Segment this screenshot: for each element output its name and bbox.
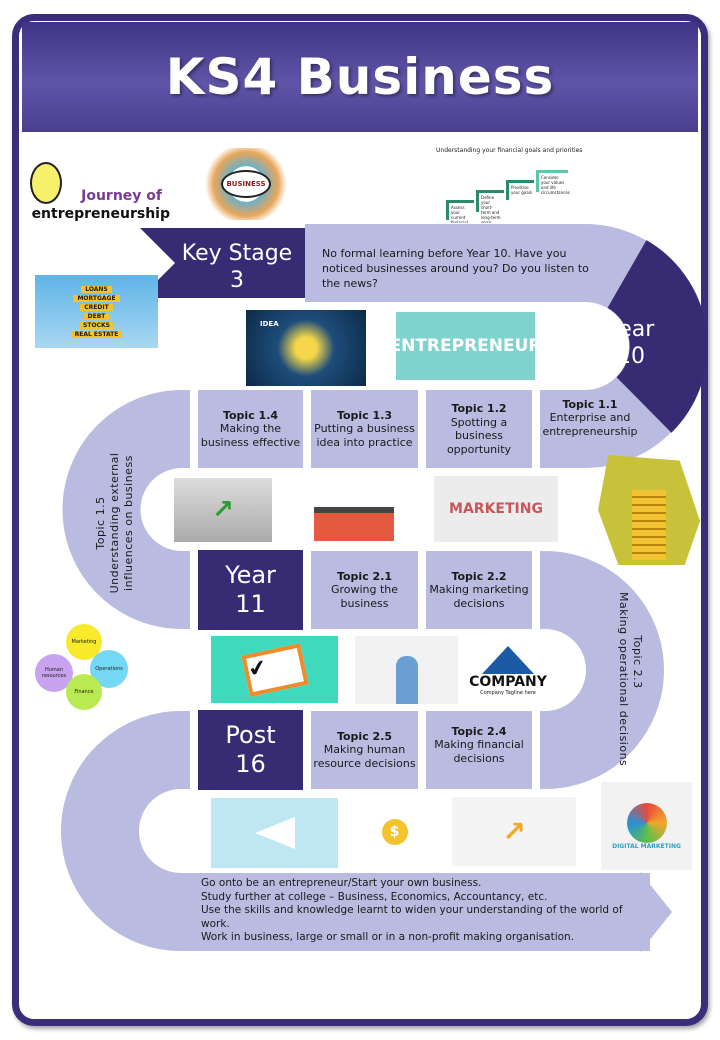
page-title: KS4 Business <box>165 48 555 106</box>
key-stage-chevron <box>140 228 305 298</box>
marketing-image: MARKETING <box>434 476 558 542</box>
business-functions-venn: Marketing Human resources Operations Fin… <box>32 622 133 712</box>
future-item: Work in business, large or small or in a… <box>201 931 575 943</box>
cell-dividers <box>190 388 540 791</box>
future-item: Go onto be an entrepreneur/Start your ow… <box>201 877 482 889</box>
coins-stack-image <box>598 455 700 565</box>
thinking-man-image <box>355 636 458 704</box>
growth-plant-image: ↗ <box>174 478 272 542</box>
digital-marketing-image: DIGITAL MARKETING <box>601 782 692 870</box>
header-banner: KS4 Business <box>22 22 698 132</box>
lightbulb-icon <box>30 162 62 204</box>
entrepreneur-image: ENTREPRENEUR <box>396 312 535 380</box>
calendar-image: ✔ <box>211 636 338 703</box>
megaphone-team-image <box>211 798 338 868</box>
idea-lightbulb-image: IDEA <box>246 310 366 386</box>
hand-coins-image: $ <box>346 797 443 866</box>
business-meeting-image: ↗ <box>452 797 576 866</box>
key-stage-description: No formal learning before Year 10. Have … <box>322 247 589 290</box>
future-item: Use the skills and knowledge learnt to w… <box>201 904 623 930</box>
financial-goals-image: Understanding your financial goals and p… <box>430 145 595 223</box>
future-paths: Go onto be an entrepreneur/Start your ow… <box>201 877 651 945</box>
path-arrowhead <box>640 872 672 952</box>
business-collage-image: BUSINESS <box>200 148 292 220</box>
factory-image <box>300 478 408 545</box>
year10-segment <box>606 240 708 433</box>
future-item: Study further at college – Business, Eco… <box>201 890 548 903</box>
